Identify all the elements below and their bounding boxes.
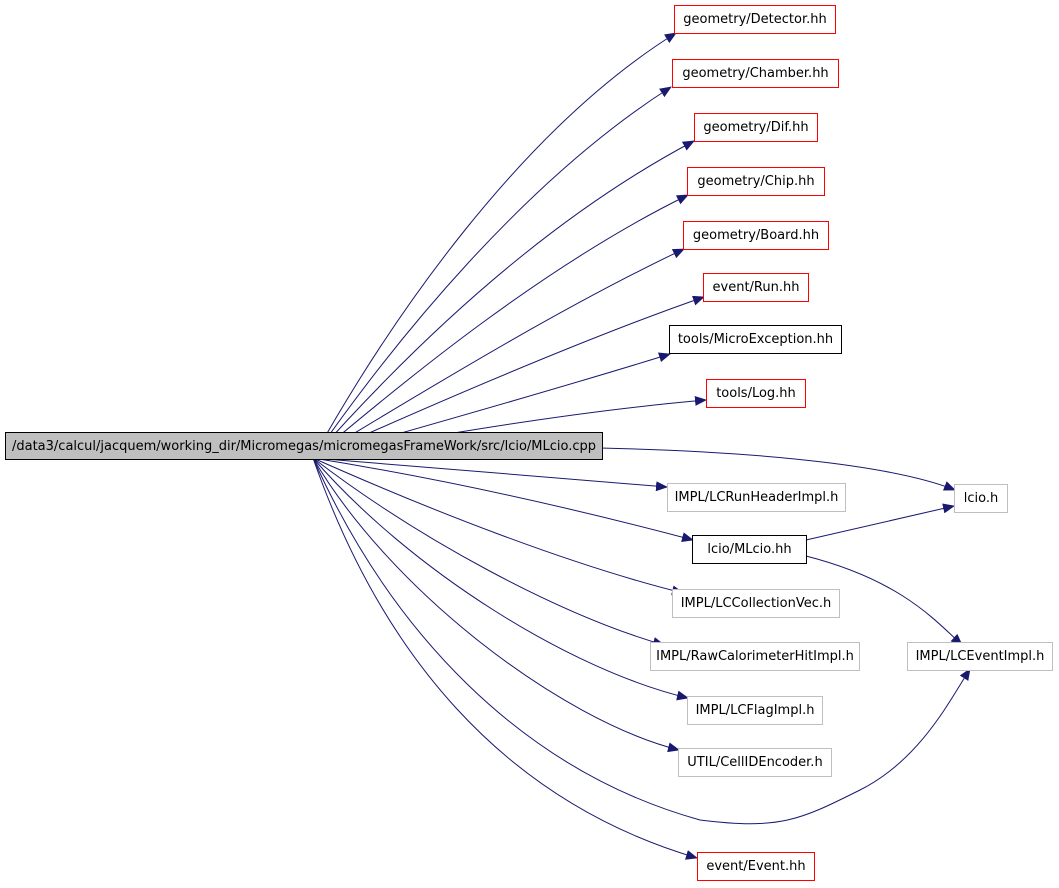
include-node-lccollectionvec: IMPL/LCCollectionVec.h [672,589,840,618]
edge-root-lceventimpl [312,457,971,825]
edge-root-lccollectionvec [312,457,684,596]
edge-root-rawcalorimeterhitimpl [312,457,665,647]
edge-root-cellidencoder [312,457,680,753]
edge-root-detector [312,32,677,459]
include-node-lcflagimpl: IMPL/LCFlagImpl.h [687,696,823,725]
edge-root-lcrunheaderimpl [312,457,668,492]
edge-root-dif [312,140,695,459]
include-node-board[interactable]: geometry/Board.hh [683,221,829,250]
root-file-node: /data3/calcul/jacquem/working_dir/Microm… [5,432,603,460]
include-node-chip[interactable]: geometry/Chip.hh [687,167,825,196]
include-node-lcio-h: lcio.h [954,484,1008,513]
include-node-event[interactable]: event/Event.hh [697,852,815,881]
include-node-cellidencoder: UTIL/CellIDEncoder.h [678,748,832,777]
include-node-mlcio-hh[interactable]: lcio/MLcio.hh [692,535,807,564]
include-node-log[interactable]: tools/Log.hh [706,379,806,408]
edge-root-board [312,248,685,459]
edge-mlcio-hh-lcio-h [805,503,955,541]
include-node-detector[interactable]: geometry/Detector.hh [674,5,836,34]
include-node-lcrunheaderimpl: IMPL/LCRunHeaderImpl.h [667,483,846,512]
edge-root-lcio-h [599,447,956,491]
include-node-chamber[interactable]: geometry/Chamber.hh [672,59,839,88]
edge-root-chip [312,194,689,459]
edge-root-event [312,457,698,860]
edge-root-mlcio-hh [312,457,694,543]
edge-mlcio-hh-lceventimpl [805,555,963,646]
edge-root-lcflagimpl [312,457,689,701]
include-node-dif[interactable]: geometry/Dif.hh [694,113,818,142]
include-node-run[interactable]: event/Run.hh [703,273,809,302]
edge-root-chamber [312,86,672,459]
include-node-microexception[interactable]: tools/MicroException.hh [669,325,842,354]
include-node-lceventimpl: IMPL/LCEventImpl.h [907,642,1053,671]
include-node-rawcalorimeterhitimpl: IMPL/RawCalorimeterHitImpl.h [650,642,860,671]
